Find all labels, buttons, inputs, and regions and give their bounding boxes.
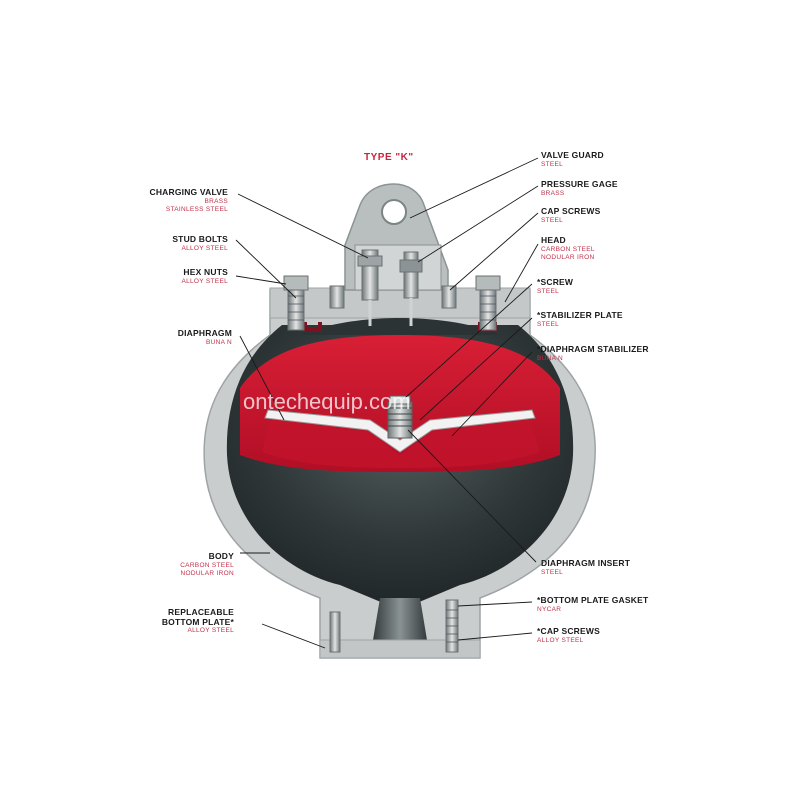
- leader-diaphragm: [239, 335, 285, 421]
- leader-diaphragm-insert: [407, 429, 537, 563]
- label-pressure-gage: PRESSURE GAGE BRASS: [541, 179, 618, 197]
- leader-head: [504, 243, 539, 303]
- pressure-gage: [403, 251, 419, 299]
- label-bottom-plate-gasket: *BOTTOM PLATE GASKET NYCAR: [537, 595, 649, 613]
- cap-screw-top-right: [441, 285, 457, 309]
- cap-screw-top-left: [329, 285, 345, 309]
- hex-nut-left: [283, 275, 309, 291]
- leader-hex-nuts: [235, 275, 287, 285]
- bottom-plate: [319, 639, 481, 659]
- label-diaphragm-insert: DIAPHRAGM INSERT STEEL: [541, 558, 631, 576]
- valve-guard-eye: [381, 199, 407, 225]
- label-body: BODY CARBON STEEL NODULAR IRON: [180, 551, 234, 577]
- hex-nut-right: [475, 275, 501, 291]
- leader-diaphragm-stabilizer: [451, 351, 533, 437]
- label-stud-bolts: STUD BOLTS ALLOY STEEL: [172, 234, 228, 252]
- label-hex-nuts: HEX NUTS ALLOY STEEL: [181, 267, 228, 285]
- leader-screw: [404, 283, 533, 399]
- leader-pressure-gage: [417, 185, 539, 263]
- screw: [389, 395, 411, 405]
- leader-stabilizer-plate: [419, 317, 533, 421]
- label-screw: *SCREW STEEL: [537, 277, 574, 295]
- label-valve-guard: VALVE GUARD STEEL: [541, 150, 604, 168]
- watermark: ontechequip.com: [243, 389, 411, 414]
- leader-charging-valve: [237, 193, 369, 259]
- label-diaphragm: DIAPHRAGM BUNA N: [177, 328, 232, 346]
- label-cap-screws-top: CAP SCREWS STEEL: [541, 206, 601, 224]
- diagram-title: TYPE "K": [364, 152, 414, 163]
- leader-stud-bolts: [235, 239, 297, 299]
- leader-bottom-plate-gasket: [457, 601, 533, 607]
- label-charging-valve: CHARGING VALVE BRASS STAINLESS STEEL: [149, 187, 228, 213]
- label-head: HEAD CARBON STEEL NODULAR IRON: [541, 235, 595, 261]
- leader-valve-guard: [409, 157, 539, 219]
- label-diaphragm-stabilizer: *DIAPHRAGM STABILIZER BUNA N: [537, 344, 649, 362]
- leader-cap-screws-bottom: [457, 632, 533, 641]
- label-bottom-plate: REPLACEABLE BOTTOM PLATE* ALLOY STEEL: [161, 607, 234, 634]
- label-stabilizer-plate: *STABILIZER PLATE STEEL: [537, 310, 623, 328]
- leader-bottom-plate: [261, 623, 326, 649]
- label-cap-screws-bottom: *CAP SCREWS ALLOY STEEL: [537, 626, 600, 644]
- cap-screw-bottom-left: [329, 611, 341, 653]
- leader-cap-screws-top: [449, 212, 539, 291]
